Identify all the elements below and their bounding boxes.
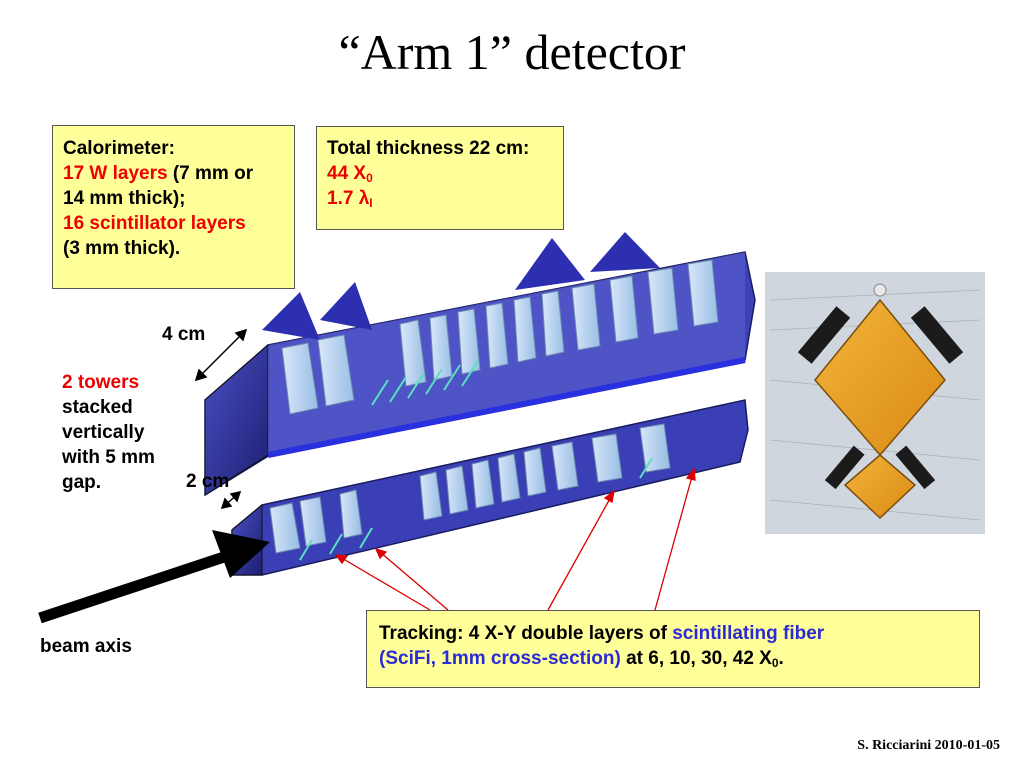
lower-tower (231, 399, 749, 576)
tracking-callout: Tracking: 4 X-Y double layers of scintil… (366, 610, 980, 688)
beam-arrow (38, 530, 270, 624)
thickness-callout: Total thickness 22 cm: 44 X0 1.7 λI (316, 126, 564, 230)
towers-note: 2 towers stacked vertically with 5 mm ga… (62, 372, 155, 493)
thickness-heading: Total thickness 22 cm: (327, 138, 530, 159)
w-layers-detail-1: (7 mm or (167, 163, 254, 184)
beam-axis-label: beam axis (40, 636, 132, 657)
scifi-detail: (SciFi, 1mm cross-section) (379, 648, 621, 669)
scifi-label: scintillating fiber (672, 623, 825, 644)
upper-tower (204, 232, 756, 497)
calorimeter-heading: Calorimeter: (63, 138, 175, 159)
w-layers-count: 17 W layers (63, 163, 168, 184)
w-layers-detail-2: 14 mm thick); (63, 188, 186, 209)
w-layers-line: 17 W layers (7 mm or (63, 161, 284, 186)
scintillator-layers-count: 16 scintillator layers (63, 213, 246, 234)
slide-footer: S. Ricciarini 2010-01-05 (857, 738, 1000, 753)
dimension-label-2cm: 2 cm (186, 471, 230, 492)
towers-count: 2 towers (62, 372, 140, 393)
dimension-label-4cm: 4 cm (162, 324, 206, 345)
sensor-photo (765, 272, 985, 534)
tracking-arrows (334, 467, 696, 611)
slide-title: “Arm 1” detector (338, 24, 686, 80)
dimension-arrow-4cm (195, 329, 247, 381)
radiation-lengths: 44 X0 (327, 163, 373, 185)
scintillator-detail: (3 mm thick). (63, 238, 181, 259)
calorimeter-callout: Calorimeter: 17 W layers (7 mm or 14 mm … (52, 125, 295, 289)
interaction-lengths: 1.7 λI (327, 188, 373, 210)
